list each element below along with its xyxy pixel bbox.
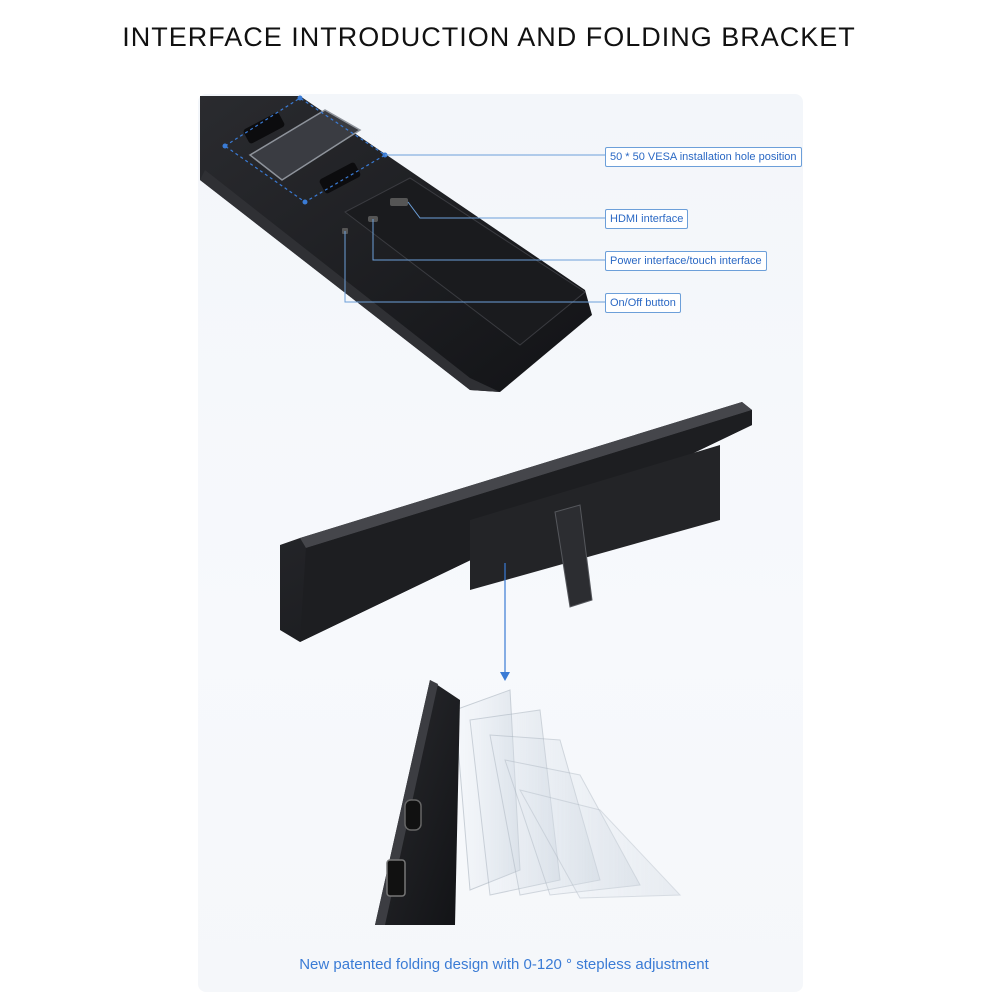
hdmi-port-icon — [386, 859, 406, 897]
page-title: INTERFACE INTRODUCTION AND FOLDING BRACK… — [122, 22, 856, 52]
callout-hdmi: HDMI interface — [605, 209, 689, 229]
top-device-back — [200, 95, 592, 392]
callout-leaders — [344, 154, 605, 303]
folding-caption: New patented folding design with 0-120 °… — [299, 956, 709, 973]
hdmi-port-icon — [390, 198, 408, 206]
speaker-grille — [243, 112, 361, 194]
bottom-device-folding — [375, 680, 682, 925]
callout-vesa: 50 * 50 VESA installation hole position — [605, 147, 802, 167]
callout-onoff: On/Off button — [605, 293, 681, 313]
usb-c-port-icon — [404, 799, 422, 831]
arrow-down-icon — [500, 672, 510, 681]
callout-power: Power interface/touch interface — [605, 251, 767, 271]
middle-device — [280, 402, 752, 681]
